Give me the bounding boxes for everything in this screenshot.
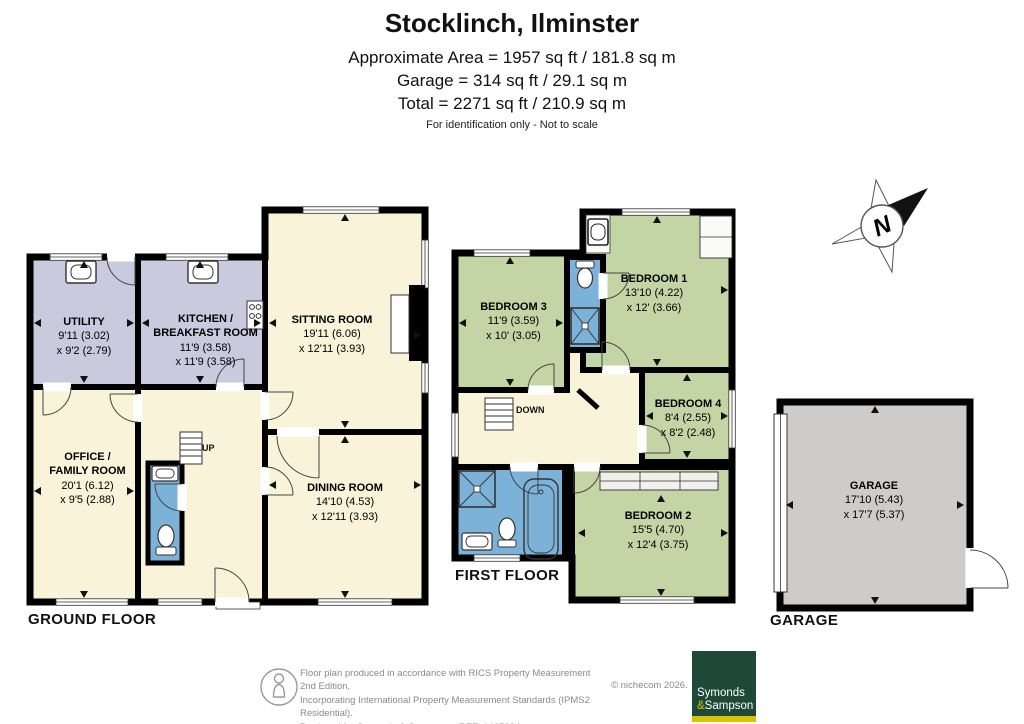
kitchen-sink-icon: [187, 260, 219, 284]
room-label-kitchen: KITCHEN / BREAKFAST ROOM 11'9 (3.58) x 1…: [153, 313, 258, 368]
person-icon: [260, 668, 298, 706]
compass-icon: N: [831, 178, 928, 274]
wc-toilet-icon: [155, 524, 177, 556]
room-label-bedroom4: BEDROOM 4 8'4 (2.55) x 8'2 (2.48): [654, 398, 722, 439]
ground-floor-plan: [26, 206, 429, 610]
fireplace-icon: [390, 285, 425, 361]
bedroom1-cupboard: [699, 215, 733, 259]
garage-dimension-arrows: [786, 406, 964, 604]
total-area: Total = 2271 sq ft / 210.9 sq m: [397, 94, 627, 114]
first-dimension-arrows: [459, 216, 728, 596]
wc-basin-icon: [151, 465, 179, 482]
identification-note: For identification only - Not to scale: [426, 119, 598, 132]
ground-doors: [42, 256, 320, 603]
bedroom2-wardrobes: [599, 471, 719, 491]
ground-floor-caption: GROUND FLOOR: [28, 611, 157, 628]
footer-disclaimer: Floor plan produced in accordance with R…: [300, 667, 608, 724]
copyright-note: © nichecom 2026.: [611, 680, 688, 691]
garage-side-door-gap: [965, 548, 975, 588]
header: Stocklinch, Ilminster Approximate Area =…: [0, 8, 1024, 131]
ensuite-basin-icon: [585, 214, 611, 254]
first-floor-caption: FIRST FLOOR: [455, 567, 560, 584]
room-label-garage: GARAGE 17'10 (5.43) x 17'7 (5.37): [843, 480, 905, 521]
approximate-area: Approximate Area = 1957 sq ft / 181.8 sq…: [348, 48, 676, 67]
room-garage: [776, 398, 974, 612]
page-title: Stocklinch, Ilminster: [384, 8, 640, 38]
logo-yellow-bar: [692, 716, 756, 722]
ensuite-shower-icon: [570, 307, 600, 345]
first-door-gaps: [510, 273, 647, 472]
garage-side-door: [969, 549, 1009, 589]
ground-door-gaps: [43, 252, 319, 607]
down-label: DOWN: [516, 405, 545, 415]
footer-line1: Floor plan produced in accordance with R…: [300, 668, 591, 693]
logo-text: Symonds &Sampson: [697, 686, 754, 712]
garage-area: Garage = 314 sq ft / 29.1 sq m: [396, 71, 628, 91]
ensuite-toilet-icon: [575, 260, 595, 289]
first-doors: [509, 272, 671, 495]
symonds-sampson-logo: Symonds &Sampson: [692, 651, 756, 722]
bathroom-shower-icon: [458, 470, 496, 508]
room-label-dining-room: DINING ROOM 14'10 (4.53) x 12'11 (3.93): [307, 482, 383, 523]
stairs-up: [179, 431, 203, 465]
first-windows: [451, 208, 736, 604]
room-label-bedroom1: BEDROOM 1 13'10 (4.22) x 12' (3.66): [620, 273, 688, 314]
garage-plan: [773, 398, 1009, 612]
room-label-bedroom3: BEDROOM 3 11'9 (3.59) x 10' (3.05): [480, 301, 547, 342]
landing-angled-wall: [576, 388, 600, 410]
bathroom-basin-icon: [461, 532, 493, 551]
utility-sink-icon: [65, 260, 97, 284]
up-label: UP: [202, 443, 215, 453]
room-label-utility: UTILITY 9'11 (3.02) x 9'2 (2.79): [56, 316, 112, 357]
garage-door: [773, 413, 788, 593]
room-label-bedroom2: BEDROOM 2 15'5 (4.70) x 12'4 (3.75): [624, 510, 692, 551]
room-label-office: OFFICE / FAMILY ROOM 20'1 (6.12) x 9'5 (…: [49, 451, 126, 506]
room-label-sitting-room: SITTING ROOM 19'11 (6.06) x 12'11 (3.93): [291, 314, 373, 355]
first-floor-plan: [451, 208, 736, 604]
bathroom-toilet-icon: [497, 517, 517, 548]
ground-dimension-arrows: [34, 214, 421, 598]
stairs-down: [484, 397, 514, 431]
footer-line2: Incorporating International Property Mea…: [300, 694, 590, 720]
footer-line3: Produced for Symonds & Sampson. REF: 140…: [300, 721, 608, 724]
bathroom-bath-icon: [523, 478, 559, 560]
ground-outline: [26, 206, 429, 606]
garage-caption: GARAGE: [770, 612, 839, 629]
footer-ref: REF: 1405284: [459, 722, 520, 724]
